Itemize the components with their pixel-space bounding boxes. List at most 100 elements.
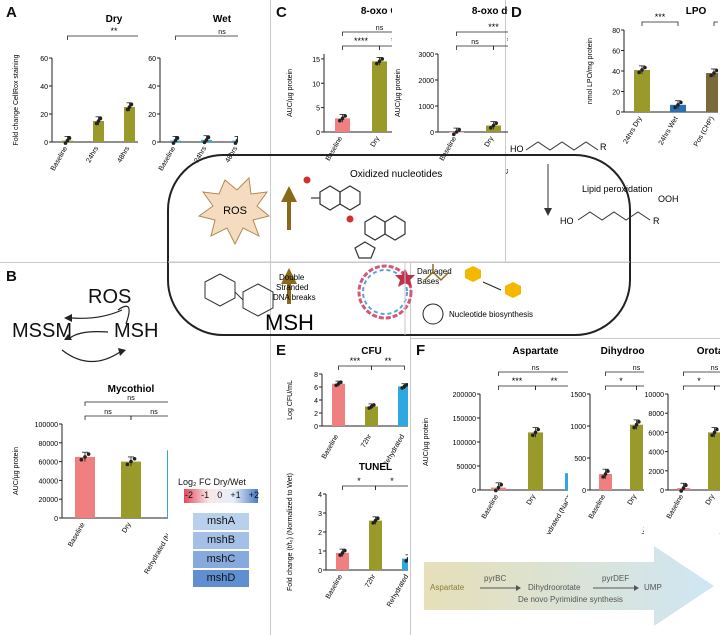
x-tick-label: Baseline — [50, 145, 70, 172]
bar — [365, 406, 378, 426]
bar — [372, 61, 387, 132]
bar — [369, 520, 382, 570]
y-tick-label: 0 — [318, 568, 322, 575]
data-point — [712, 71, 716, 75]
sig-bracket — [636, 385, 644, 390]
x-tick-label: 72hr — [364, 573, 377, 589]
y-tick-label: 3000 — [418, 52, 434, 59]
chart-title: Mycothiol — [108, 384, 155, 395]
data-point — [491, 123, 496, 128]
y-axis-label: Fold change CellRox staining — [13, 54, 20, 145]
data-point — [204, 138, 209, 142]
data-point — [339, 380, 343, 384]
data-point — [376, 516, 380, 521]
x-tick-label: 24hrs — [85, 145, 100, 164]
y-tick-label: 60 — [612, 49, 620, 56]
data-point — [533, 430, 538, 435]
bar — [402, 558, 408, 570]
sig-label: ns — [633, 365, 641, 372]
data-point — [606, 469, 610, 473]
bar — [93, 121, 104, 142]
data-point — [709, 73, 713, 78]
y-tick-label: 60000 — [39, 460, 59, 467]
pathway-arrow — [424, 546, 714, 626]
data-point — [637, 420, 641, 424]
sig-label: ns — [532, 365, 540, 372]
y-axis-label: AUC/µg protein — [395, 69, 402, 117]
msh-big-label: MSH — [265, 310, 314, 335]
gene-mshc: mshC — [193, 551, 249, 568]
y-tick-label: 4000 — [648, 450, 664, 457]
sig-label: *** — [512, 376, 523, 386]
x-tick-label: 72hr — [360, 433, 373, 449]
pathway-pyrdef: pyrDEF — [602, 574, 630, 583]
lipid-chem: HO R Lipid peroxidation HO R OOH — [510, 141, 679, 226]
log2-colorbar — [184, 489, 258, 503]
sig-bracket — [342, 485, 376, 490]
data-point — [202, 140, 207, 145]
data-point — [132, 456, 137, 461]
data-point — [129, 102, 134, 107]
data-point — [531, 433, 535, 438]
log2-title: Log₂ FC Dry/Wet — [178, 477, 246, 487]
gene-msha: mshA — [193, 513, 249, 530]
x-tick-label: Rehydrated (NaCl) — [143, 522, 168, 576]
chart-title: Aspartate — [512, 346, 559, 357]
y-axis-label: AUC/µg protein — [423, 418, 430, 466]
pyrimidine-icon — [465, 266, 481, 282]
up-arrow-icon — [281, 186, 297, 230]
y-tick-label: 8 — [314, 372, 318, 379]
dna-ring-icon — [357, 264, 413, 320]
data-point — [454, 130, 459, 134]
divider-v-left — [270, 0, 271, 635]
chem-r2: R — [653, 216, 660, 226]
sig-label: ns — [150, 409, 158, 416]
y-tick-label: 2000 — [648, 469, 664, 476]
sig-bracket — [683, 385, 715, 390]
y-tick-label: 4 — [318, 492, 322, 499]
y-tick-label: 4 — [314, 398, 318, 405]
data-point — [536, 427, 540, 432]
data-point — [125, 107, 130, 112]
data-point — [710, 433, 714, 438]
data-point — [343, 548, 347, 553]
chart-title: TUNEL — [359, 462, 392, 473]
y-tick-label: 200000 — [453, 392, 476, 399]
nucleoside-icon — [354, 215, 406, 259]
sig-label: ** — [110, 26, 118, 36]
data-point — [343, 114, 347, 118]
divider-h-right — [410, 338, 720, 339]
y-axis-label: nmol LPO/mg protein — [587, 38, 594, 104]
y-tick-label: 40 — [148, 84, 156, 91]
y-tick-label: 0 — [44, 140, 48, 147]
data-point — [643, 65, 647, 70]
y-tick-label: 1 — [318, 549, 322, 556]
bar — [336, 552, 349, 570]
bar — [565, 473, 568, 490]
data-point — [373, 518, 378, 523]
chart-title: Wet — [213, 14, 232, 25]
sig-bracket — [375, 485, 408, 490]
sig-label: ns — [376, 25, 384, 32]
sig-label: *** — [507, 36, 508, 46]
y-tick-label: 0 — [314, 424, 318, 431]
pathway-subtitle: De novo Pyrimidine synthesis — [518, 595, 623, 604]
y-tick-label: 1000 — [418, 104, 434, 111]
data-point — [676, 103, 680, 107]
chart-c-8oxodg: 8-oxo dG0100020003000AUC/µg proteinBasel… — [395, 6, 508, 174]
chem-ho-2: HO — [560, 216, 574, 226]
bar — [121, 461, 141, 518]
sig-label: ns — [711, 365, 719, 372]
chem-r1: R — [600, 142, 607, 152]
cycle-ros: ROS — [88, 286, 132, 308]
chart-f-aspartate: Aspartate050000100000150000200000AUC/µg … — [423, 346, 568, 534]
y-tick-label: 1500 — [570, 392, 586, 399]
sig-bracket — [714, 385, 720, 390]
pathway-ump: UMP — [644, 583, 662, 592]
panel-label-b: B — [6, 268, 17, 285]
bar — [708, 432, 720, 490]
data-point — [79, 457, 84, 462]
